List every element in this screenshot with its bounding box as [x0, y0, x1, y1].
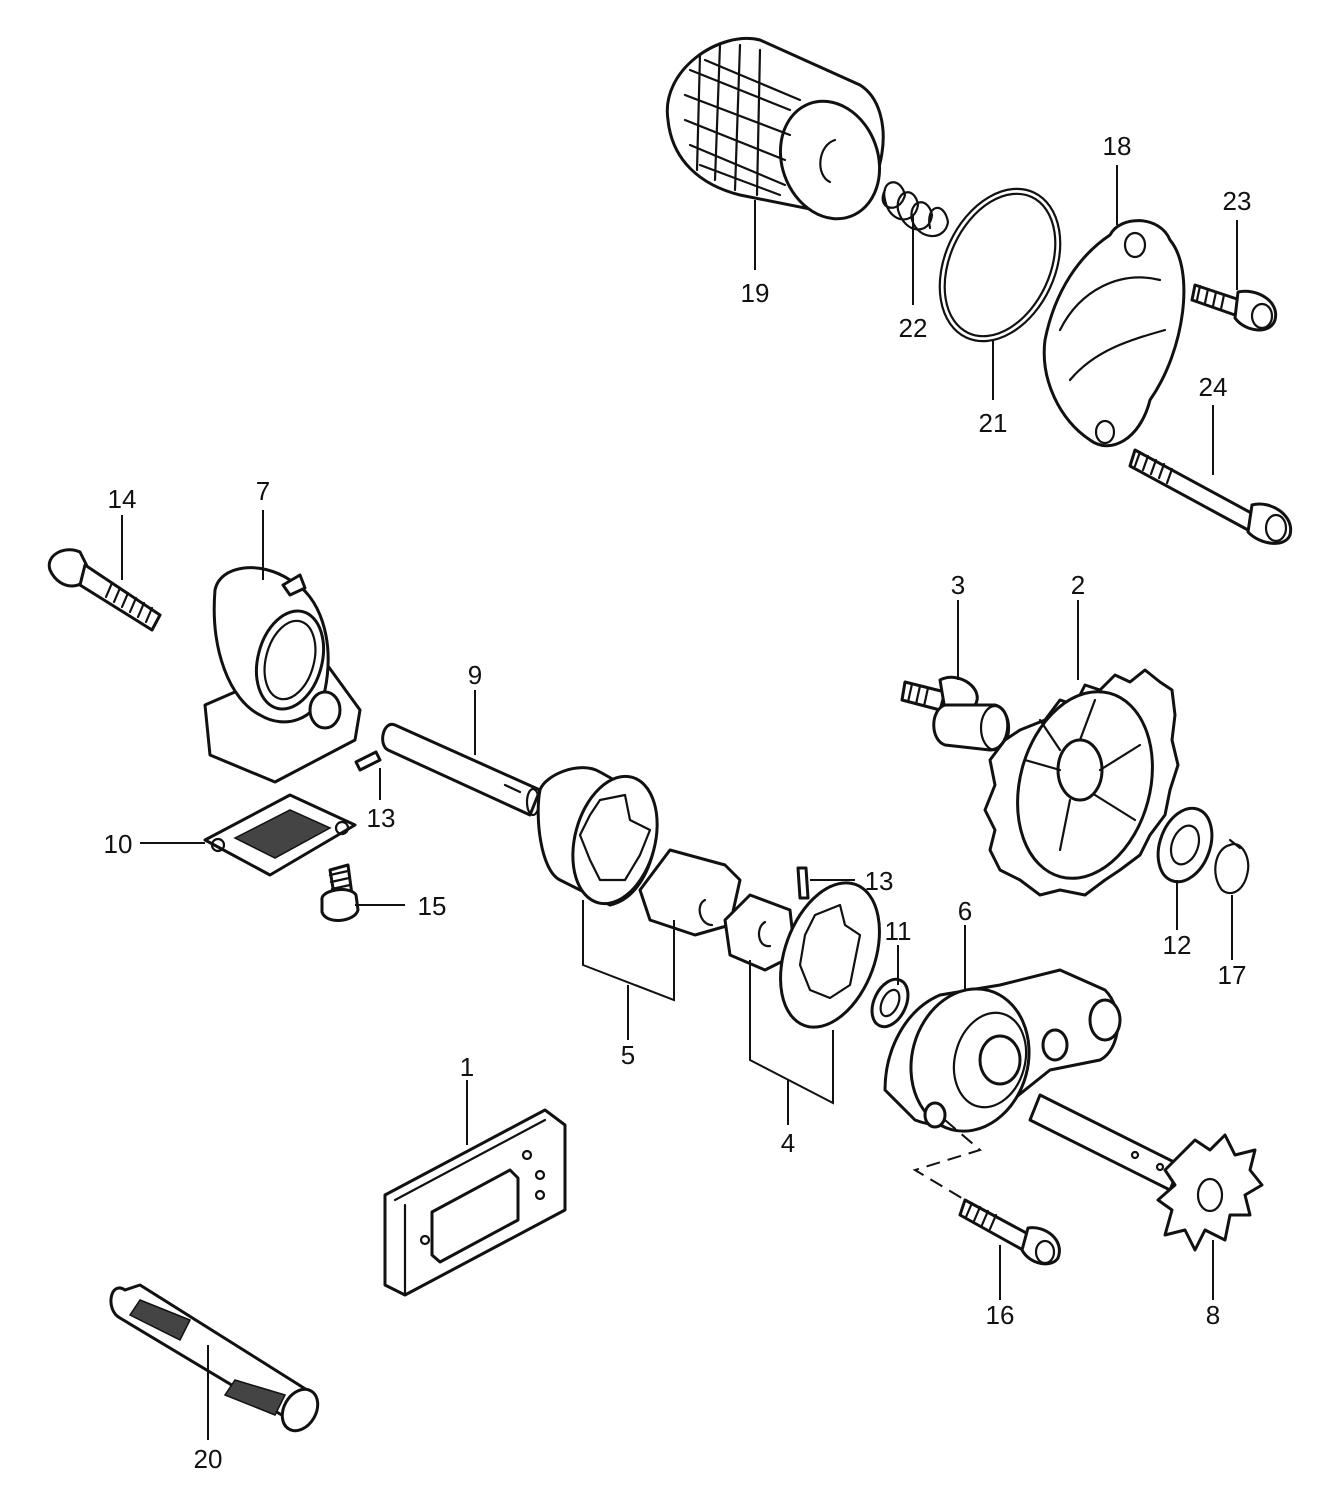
- callout-4: 4: [781, 1128, 795, 1158]
- oil-filter-element: [665, 37, 885, 221]
- callout-23: 23: [1223, 186, 1252, 216]
- callout-5: 5: [621, 1040, 635, 1070]
- idler-stud: [900, 675, 1011, 752]
- callout-3: 3: [951, 570, 965, 600]
- callout-12: 12: [1163, 930, 1192, 960]
- oil-pump-body: [883, 968, 1122, 1133]
- callout-7: 7: [256, 476, 270, 506]
- strainer-gasket-screen: [203, 793, 357, 877]
- small-washer: [870, 977, 910, 1029]
- pump-gasket: [383, 1108, 567, 1297]
- cap-bolt-long: [1128, 448, 1293, 545]
- callout-13b: 13: [865, 866, 894, 896]
- oil-pump-driven-gear: [983, 668, 1180, 897]
- callout-15: 15: [418, 891, 447, 921]
- callout-19: 19: [741, 278, 770, 308]
- outer-rotor-b: [779, 881, 881, 1029]
- callout-21: 21: [979, 408, 1008, 438]
- inner-rotor-a: [638, 848, 742, 937]
- callout-14: 14: [108, 484, 137, 514]
- oil-filter-cap: [1042, 219, 1186, 448]
- callout-2: 2: [1071, 570, 1085, 600]
- callout-11: 11: [885, 916, 912, 946]
- dowel-pin-a: [354, 750, 382, 772]
- callout-labels: 19 22 21 18 23 24 14 7 9 13 10 15 13 11 …: [104, 131, 1252, 1474]
- filter-spring: [881, 181, 950, 238]
- inner-rotor-b: [723, 893, 797, 972]
- oil-strainer-housing: [203, 566, 362, 784]
- circlip: [1214, 838, 1250, 895]
- callout-1: 1: [460, 1052, 474, 1082]
- callout-18: 18: [1103, 131, 1132, 161]
- cap-bolt-short: [1190, 283, 1278, 332]
- callout-8: 8: [1206, 1300, 1220, 1330]
- pump-drive-gear-shaft: [1028, 1093, 1264, 1252]
- callout-9: 9: [468, 660, 482, 690]
- pump-shaft: [381, 722, 542, 817]
- callout-20: 20: [194, 1444, 223, 1474]
- dowel-pin-b: [796, 866, 810, 900]
- callout-17: 17: [1218, 960, 1247, 990]
- oil-strainer-tube: [109, 1283, 320, 1433]
- callout-13a: 13: [367, 803, 396, 833]
- leader-lines: [121, 165, 1238, 1440]
- pump-mounting-bolt: [958, 1198, 1061, 1266]
- gear-washer: [1156, 806, 1214, 884]
- outer-rotor-set: [536, 766, 659, 907]
- callout-16: 16: [986, 1300, 1015, 1330]
- gasket-bolt: [320, 863, 360, 922]
- callout-24: 24: [1199, 372, 1228, 402]
- o-ring: [938, 187, 1062, 343]
- callout-10: 10: [104, 829, 133, 859]
- callout-6: 6: [958, 896, 972, 926]
- strainer-bolt: [47, 548, 162, 632]
- callout-22: 22: [899, 313, 928, 343]
